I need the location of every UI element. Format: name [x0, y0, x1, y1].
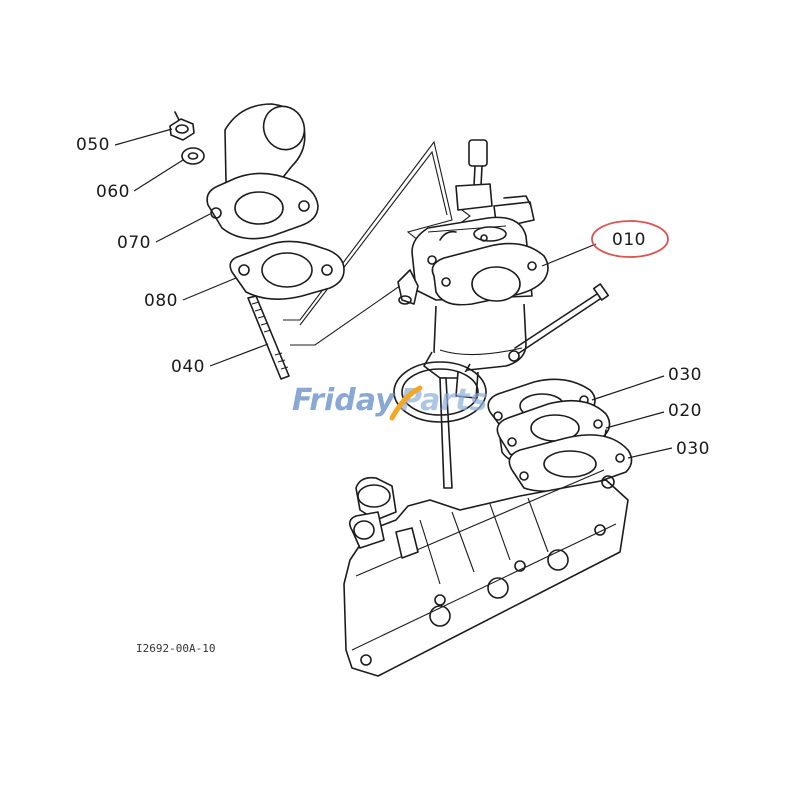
callout-040: 040 [171, 357, 205, 377]
callout-010: 010 [612, 230, 646, 250]
intake-manifold-part [343, 469, 629, 677]
drawing-code: I2692-00A-10 [136, 642, 215, 655]
carburetor-010-part [393, 139, 610, 489]
gasket-080-part [229, 240, 345, 300]
stud-bolt-040-part [247, 295, 290, 380]
nut-050-part [169, 111, 195, 141]
callout-020: 020 [668, 401, 702, 421]
leader-lines [114, 128, 673, 459]
watermark-word-parts: Parts [400, 383, 487, 418]
watermark-word-friday: Friday [292, 383, 396, 418]
callout-050: 050 [76, 135, 110, 155]
watermark-swoosh-icon [389, 385, 423, 421]
callout-030-upper: 030 [668, 365, 702, 385]
callout-070: 070 [117, 233, 151, 253]
callout-060: 060 [96, 182, 130, 202]
callout-080: 080 [144, 291, 178, 311]
elbow-pipe-070-part [206, 103, 319, 240]
callout-030-lower: 030 [676, 439, 710, 459]
highlight-circle-010 [591, 220, 669, 258]
watermark-logo: Friday Parts [292, 383, 487, 421]
washer-060-part [181, 147, 205, 165]
